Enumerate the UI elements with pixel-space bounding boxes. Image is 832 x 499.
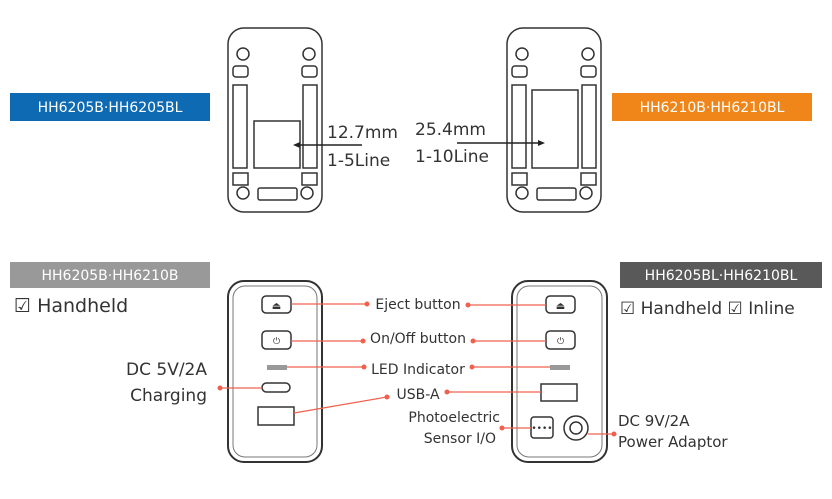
dc-jack (563, 415, 589, 441)
model-label-hh6205b: HH6205B·HH6205BL (10, 93, 210, 121)
callout-dc5-line2: Charging (130, 386, 207, 406)
right-lines-text: 1-10Line (415, 147, 489, 167)
model-label-text: HH6205B·HH6205BL (38, 100, 183, 116)
callout-usba: USB-A (396, 387, 439, 403)
usb-c-port (261, 382, 291, 393)
width-arrow-right (457, 140, 545, 146)
callout-onoff: On/Off button (370, 331, 466, 347)
model-label-text: HH6205BL·HH6210BL (645, 268, 798, 284)
left-lines-text: 1-5Line (327, 151, 390, 171)
printer-back-25mm (506, 27, 602, 213)
led-indicator (550, 365, 570, 370)
right-width-text: 25.4mm (415, 120, 486, 140)
power-button (545, 330, 576, 350)
callout-dc5-line1: DC 5V/2A (126, 360, 207, 380)
power-button (261, 330, 292, 350)
eject-icon: ⏏ (556, 301, 565, 312)
printer-back-12mm (227, 27, 323, 213)
callout-dc9-line1: DC 9V/2A (618, 412, 690, 430)
printer-front-handheld: ⏏ ⏻ (227, 280, 323, 463)
printer-front-inline: ⏏ ⏻ •••• (511, 280, 608, 463)
right-modes-text: ☑ Handheld ☑ Inline (620, 299, 795, 319)
eject-icon: ⏏ (272, 301, 281, 312)
callout-dc9-line2: Power Adaptor (618, 433, 728, 451)
callout-lines (217, 301, 617, 437)
left-width-text: 12.7mm (327, 123, 398, 143)
callout-led: LED Indicator (371, 362, 465, 378)
usb-a-port (257, 406, 295, 426)
model-label-handheld: HH6205B·HH6210B (10, 262, 210, 288)
led-indicator (267, 365, 287, 370)
callout-eject: Eject button (375, 297, 460, 313)
usb-a-port (540, 383, 578, 402)
callout-sensor-line1: Photoelectric (408, 410, 500, 426)
power-icon: ⏻ (273, 336, 280, 347)
sensor-pins-icon: •••• (531, 424, 552, 434)
left-modes-text: ☑ Handheld (14, 295, 128, 317)
callout-sensor-line2: Sensor I/O (424, 431, 496, 447)
model-label-text: HH6210B·HH6210BL (640, 100, 785, 116)
model-label-inline: HH6205BL·HH6210BL (620, 262, 822, 288)
power-icon: ⏻ (557, 336, 564, 347)
model-label-text: HH6205B·HH6210B (41, 268, 178, 284)
model-label-hh6210b: HH6210B·HH6210BL (612, 93, 812, 121)
width-arrow-left (293, 142, 362, 148)
